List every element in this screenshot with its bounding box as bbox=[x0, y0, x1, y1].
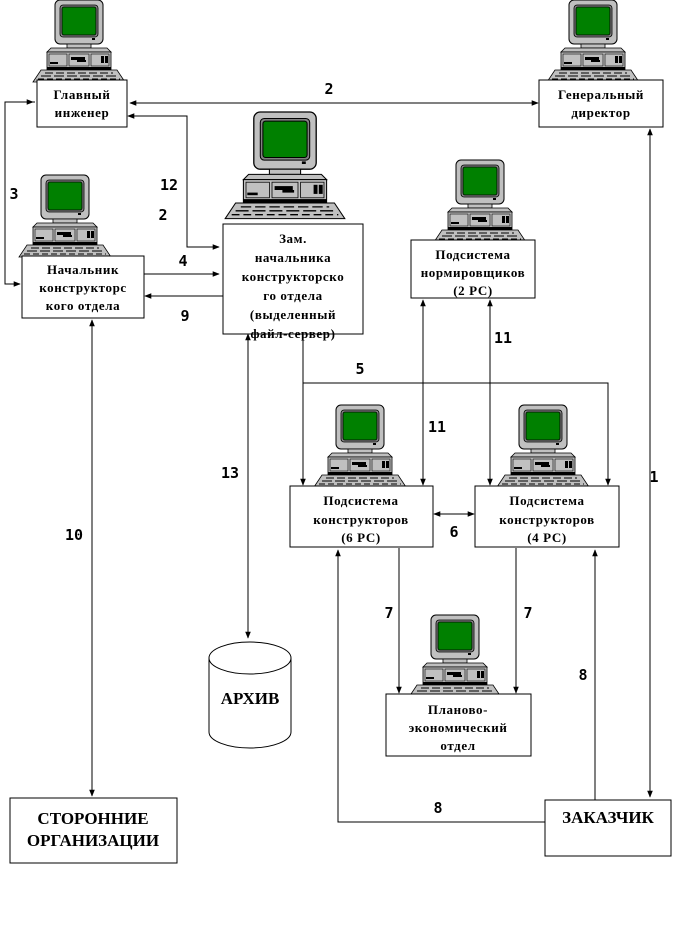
node-label: ОРГАНИЗАЦИИ bbox=[27, 831, 159, 850]
edge-label-11: 11 bbox=[494, 329, 512, 347]
node-label: Начальник bbox=[47, 262, 119, 277]
edge-label-4: 4 bbox=[178, 252, 187, 270]
edge-label-7: 7 bbox=[523, 604, 532, 622]
node-label: Планово- bbox=[428, 702, 488, 717]
edge-5-deputy-designers4 bbox=[302, 334, 611, 486]
node-general-director: Генеральный директор bbox=[538, 79, 664, 128]
computer-icon-deputy-head bbox=[224, 111, 346, 220]
node-planning-dept: Планово- экономический отдел bbox=[385, 693, 532, 757]
node-label: (6 РС) bbox=[341, 530, 381, 545]
edge-label-12: 12 bbox=[160, 176, 178, 194]
node-label: конструкторс bbox=[39, 280, 127, 295]
node-archive: АРХИВ bbox=[208, 641, 292, 749]
edge-label-5: 5 bbox=[355, 360, 364, 378]
computer-icon-planning-dept bbox=[408, 614, 502, 698]
edge-label-2: 2 bbox=[324, 80, 333, 98]
computer-icon-general-director bbox=[546, 0, 640, 83]
edge-label-7: 7 bbox=[384, 604, 393, 622]
node-label: начальника bbox=[255, 250, 331, 265]
node-label: экономический bbox=[409, 720, 508, 735]
node-label: инженер bbox=[55, 105, 110, 120]
node-label: отдел bbox=[440, 738, 475, 753]
node-label: АРХИВ bbox=[221, 689, 280, 708]
edge-12-chief-deputy bbox=[127, 113, 220, 250]
edge-label-11: 11 bbox=[428, 418, 446, 436]
computer-icon-chief-engineer bbox=[32, 0, 126, 83]
edge-label-13: 13 bbox=[221, 464, 239, 482]
node-designers-6: Подсистема конструкторов (6 РС) bbox=[289, 485, 434, 548]
node-label: (выделенный bbox=[250, 307, 336, 322]
node-label: Зам. bbox=[279, 231, 307, 246]
computer-icon-designers-6 bbox=[313, 404, 407, 488]
edge-label-10: 10 bbox=[65, 526, 83, 544]
edge-label-2: 2 bbox=[158, 206, 167, 224]
node-label: ЗАКАЗЧИК bbox=[562, 808, 654, 827]
edge-label-9: 9 bbox=[180, 307, 189, 325]
node-label: конструкторов bbox=[313, 512, 409, 527]
node-chief-engineer: Главный инженер bbox=[36, 79, 128, 128]
node-deputy-head: Зам. начальника конструкторско го отдела… bbox=[222, 223, 364, 341]
node-label: го отдела bbox=[263, 288, 322, 303]
computer-icon-head-design-dept bbox=[18, 174, 112, 258]
node-label: Подсистема bbox=[509, 493, 584, 508]
node-customer: ЗАКАЗЧИК bbox=[544, 799, 672, 857]
node-head-design-dept: Начальник конструкторс кого отдела bbox=[21, 255, 145, 319]
node-designers-4: Подсистема конструкторов (4 РС) bbox=[474, 485, 620, 548]
node-external-orgs: СТОРОННИЕ ОРГАНИЗАЦИИ bbox=[9, 797, 178, 864]
computer-icon-norm-subsystem bbox=[433, 159, 527, 243]
node-label: конструкторов bbox=[499, 512, 595, 527]
node-label: конструкторско bbox=[242, 269, 345, 284]
edge-label-8: 8 bbox=[433, 799, 442, 817]
node-label: СТОРОННИЕ bbox=[37, 809, 148, 828]
node-label: (2 РС) bbox=[453, 283, 493, 298]
edge-label-8: 8 bbox=[578, 666, 587, 684]
node-label: нормировщиков bbox=[421, 265, 526, 280]
node-label: кого отдела bbox=[46, 298, 120, 313]
edge-label-6: 6 bbox=[449, 523, 458, 541]
node-label: Подсистема bbox=[323, 493, 398, 508]
edge-label-3: 3 bbox=[9, 185, 18, 203]
node-label: директор bbox=[571, 105, 630, 120]
edge-label-1: 1 bbox=[649, 468, 658, 486]
node-norm-subsystem: Подсистема нормировщиков (2 РС) bbox=[410, 239, 536, 299]
node-label: Главный bbox=[54, 87, 111, 102]
edge-8-customer-designers6 bbox=[335, 549, 545, 823]
node-label: (4 РС) bbox=[527, 530, 567, 545]
computer-icon-designers-4 bbox=[496, 404, 590, 488]
node-label: файл-сервер) bbox=[250, 326, 335, 341]
node-label: Генеральный bbox=[558, 87, 644, 102]
node-label: Подсистема bbox=[435, 247, 510, 262]
